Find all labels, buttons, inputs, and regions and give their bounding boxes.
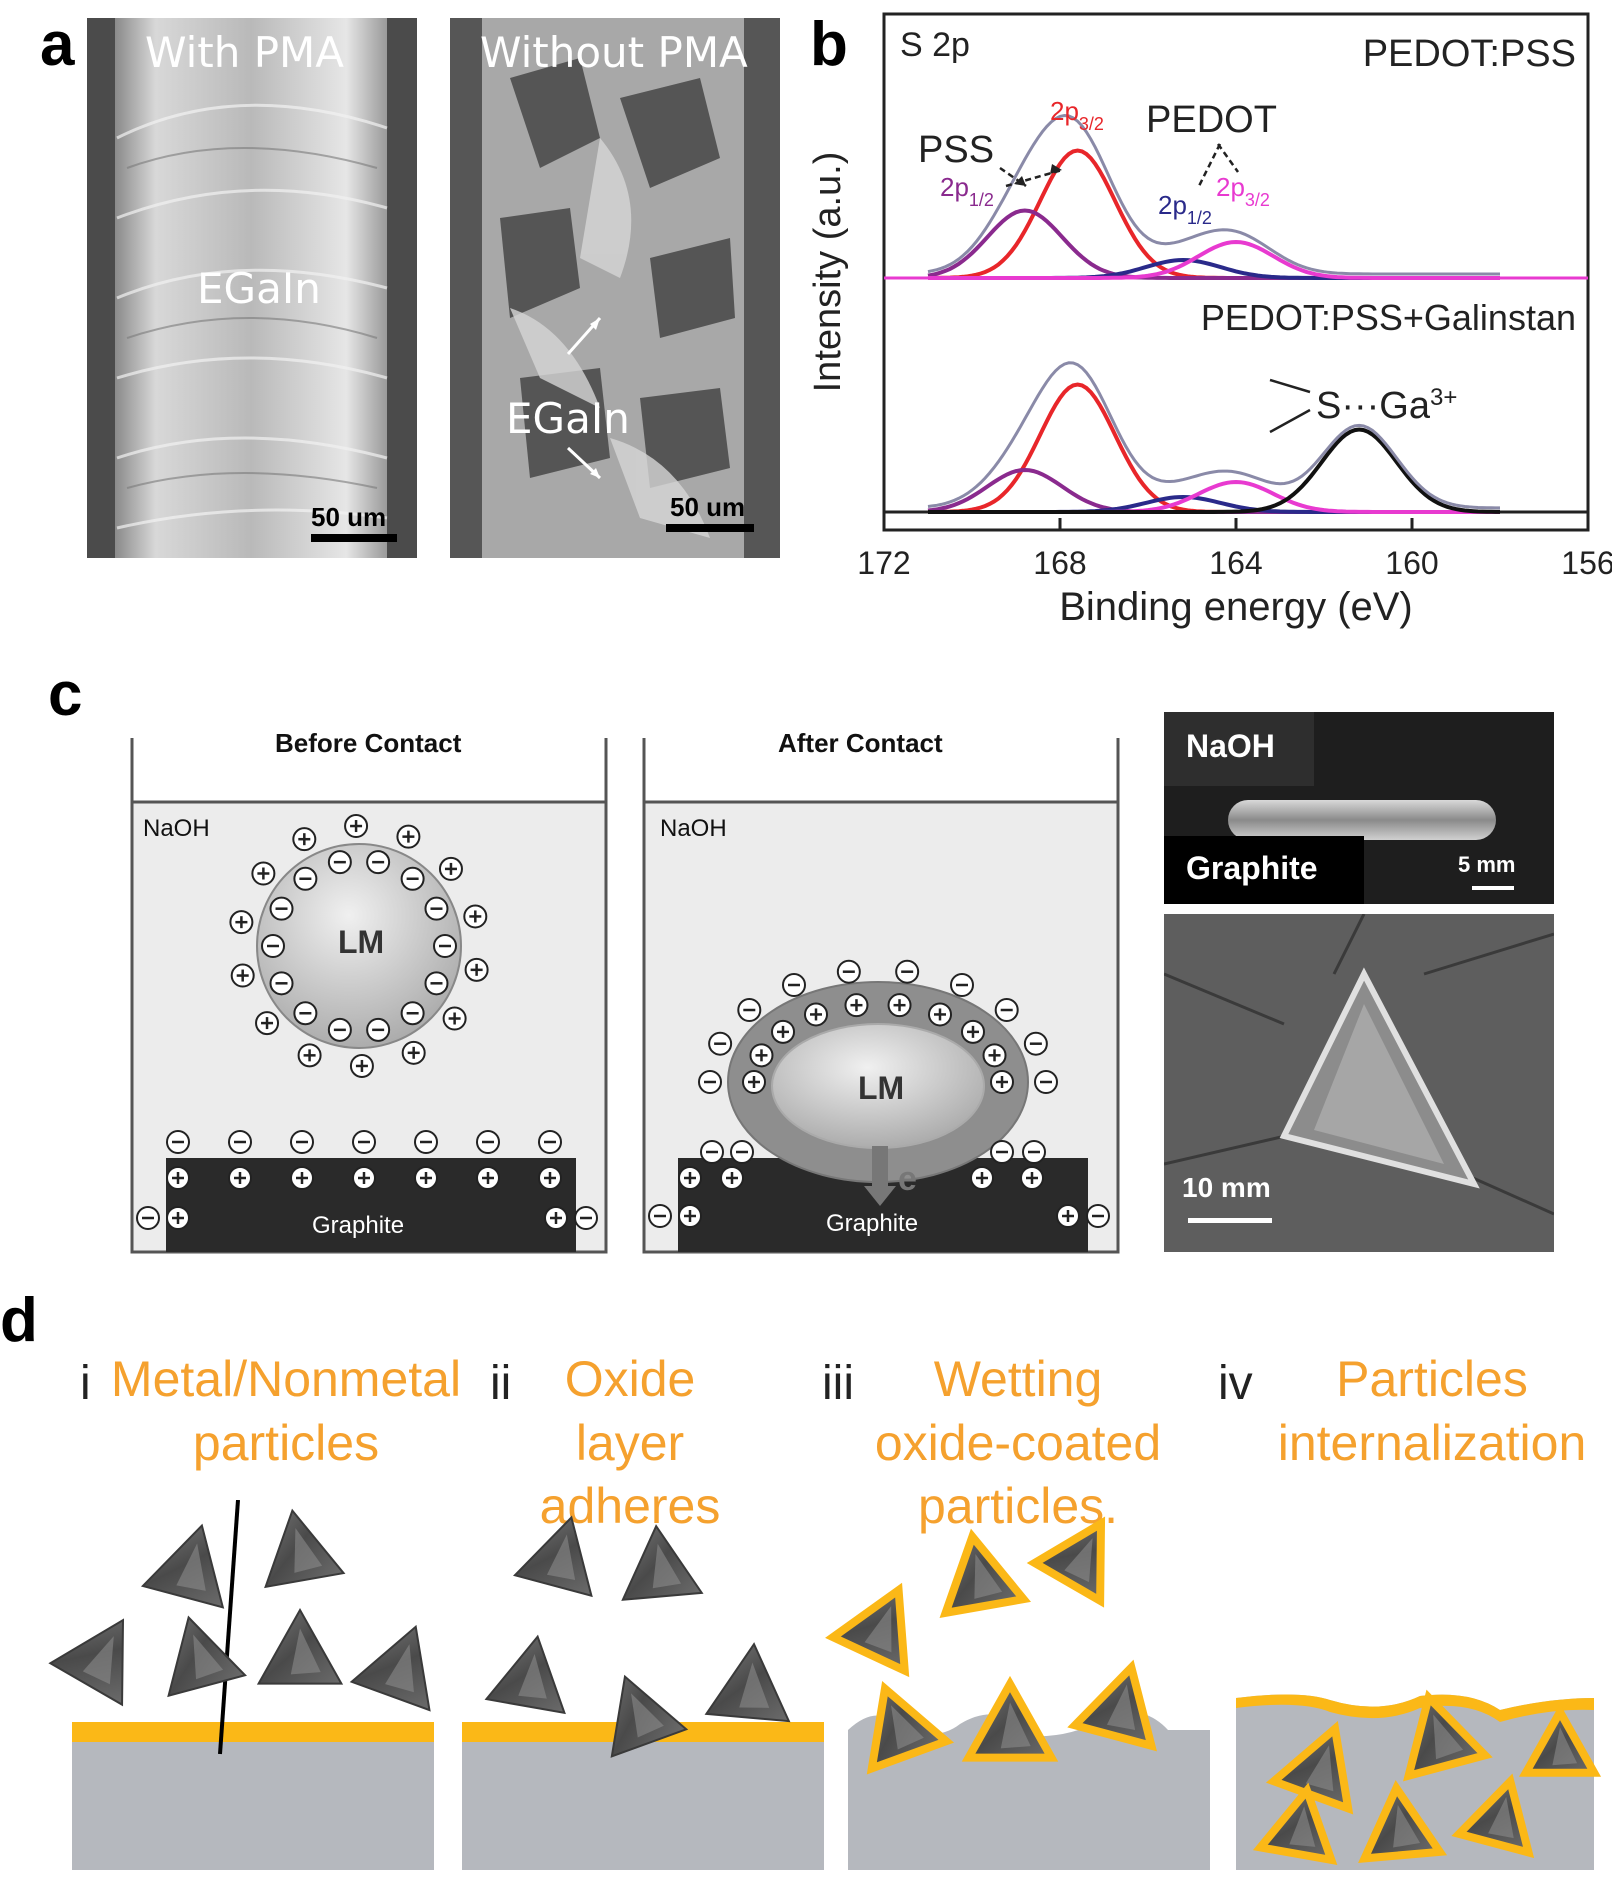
xps-x-tick-label: 168 — [1033, 545, 1086, 581]
xps-sga-label: S···Ga3+ — [1316, 384, 1457, 428]
graphite-left: Graphite — [312, 1212, 405, 1239]
after-contact-title: After Contact — [778, 728, 943, 758]
xps-pss-label: PSS — [918, 129, 994, 171]
xps-chart: 172 168 164 160 156 S 2p PEDOT:PSS PEDOT:PSS… — [807, 12, 1612, 629]
xps-top-sample: PEDOT:PSS — [1363, 33, 1576, 75]
process-illustration — [48, 1500, 1602, 1870]
sem-right-title: Without PMA — [480, 28, 748, 77]
panel-d-letter: d — [0, 1286, 38, 1355]
particle-icon — [256, 1607, 344, 1685]
sem-left-label: EGaIn — [197, 264, 321, 313]
step1-text: Metal/Nonmetal particles — [96, 1348, 476, 1475]
coated-particle-icon — [939, 1528, 1032, 1619]
step2-line1: Oxide — [564, 1351, 696, 1407]
photo-side-view: NaOH Graphite 5 mm — [1164, 712, 1554, 904]
coated-particle-icon — [1518, 1703, 1602, 1777]
sem-right-label: EGaIn — [506, 394, 630, 443]
schematic-before-contact — [130, 738, 608, 1254]
xps-peak-curve — [928, 239, 1500, 280]
step3-line2: oxide-coated — [874, 1414, 1162, 1471]
electron-label: e — [898, 1160, 917, 1198]
xps-peak-curve — [927, 467, 1500, 514]
xps-x-tick-label: 156 — [1561, 545, 1612, 581]
step4-number: iv — [1218, 1357, 1253, 1410]
xps-peak-2p32-red: 2p3/2 — [1050, 96, 1104, 134]
xps-x-tick-label: 172 — [857, 545, 910, 581]
particle-icon — [610, 1674, 689, 1758]
xps-bottom-sample: PEDOT:PSS+Galinstan — [1201, 297, 1576, 338]
step3-number: iii — [822, 1357, 854, 1410]
particle-icon — [513, 1515, 593, 1598]
particle-icon — [484, 1634, 566, 1715]
xps-peak-2p12-purple: 2p1/2 — [940, 172, 994, 210]
xps-peak-2p32-pink: 2p3/2 — [1216, 172, 1270, 210]
coated-particle-icon — [825, 1582, 910, 1678]
particle-icon — [167, 1615, 247, 1698]
photo-scale-bottom-text: 10 mm — [1182, 1172, 1271, 1203]
lm-left: LM — [338, 924, 385, 960]
panel-c-letter: c — [48, 660, 83, 729]
before-contact-title: Before Contact — [275, 728, 462, 758]
coated-particle-icon — [1451, 1773, 1535, 1859]
coated-particle-icon — [1067, 1659, 1157, 1752]
particle-icon — [621, 1524, 704, 1601]
xps-corner-label: S 2p — [900, 26, 970, 64]
particle-icon — [349, 1624, 431, 1712]
step1-line1: Metal/Nonmetal — [110, 1351, 462, 1407]
particle-icon — [48, 1618, 125, 1707]
coated-particle-icon — [1026, 1516, 1106, 1608]
xps-xlabel: Binding energy (eV) — [1059, 585, 1413, 629]
particle-icon — [704, 1642, 791, 1723]
xps-envelope-curve — [927, 361, 1500, 510]
graphite-right: Graphite — [826, 1210, 919, 1237]
step3-line1: Wetting — [933, 1351, 1103, 1407]
coated-particle-icon — [1252, 1782, 1338, 1866]
xps-peak-2p12-blue: 2p1/2 — [1158, 190, 1212, 228]
panel-a-letter: a — [40, 10, 75, 79]
xps-peak-curve — [928, 494, 1500, 514]
naoh-right: NaOH — [660, 815, 727, 842]
step4-line2: internalization — [1277, 1414, 1587, 1471]
panel-b-letter: b — [810, 10, 848, 79]
step1-number: i — [80, 1357, 91, 1410]
coated-particle-icon — [866, 1680, 955, 1775]
coated-particle-icon — [1403, 1689, 1493, 1782]
photo-scale-top-bar — [1472, 886, 1514, 890]
sem-left-title: With PMA — [145, 28, 345, 77]
xps-peak-curve — [928, 427, 1500, 514]
photo-scale-top-text: 5 mm — [1458, 852, 1516, 877]
photo-naoh-label: NaOH — [1186, 728, 1275, 764]
xps-x-tick-label: 164 — [1209, 545, 1262, 581]
step3-line3: particles. — [917, 1478, 1119, 1534]
photo-graphite-label: Graphite — [1186, 850, 1318, 886]
lm-right: LM — [858, 1070, 905, 1106]
xps-pedot-label: PEDOT — [1146, 99, 1277, 141]
sem-right-scale-bar — [666, 524, 754, 532]
particle-icon — [140, 1523, 225, 1609]
sem-left-scale-text: 50 um — [311, 502, 387, 532]
step1-line2: particles — [192, 1414, 380, 1471]
xps-ylabel: Intensity (a.u.) — [807, 152, 849, 393]
sem-image-with-pma: With PMA EGaIn 50 um — [87, 18, 417, 558]
step4-text: Particles internalization — [1262, 1348, 1602, 1475]
particle-icon — [264, 1508, 346, 1589]
step3-text: Wetting oxide-coated particles. — [858, 1348, 1178, 1539]
sem-left-scale-bar — [311, 534, 397, 542]
coated-particle-icon — [1358, 1780, 1448, 1863]
sem-image-without-pma: Without PMA EGaIn 50 um — [450, 18, 780, 558]
photo-top-view: 10 mm — [1164, 914, 1554, 1252]
schematic-after-contact — [642, 738, 1120, 1254]
xps-peak-curve — [927, 208, 1500, 280]
naoh-left: NaOH — [143, 815, 210, 842]
coated-particle-icon — [961, 1675, 1059, 1762]
xps-x-tick-label: 160 — [1385, 545, 1438, 581]
step4-line1: Particles — [1336, 1351, 1528, 1407]
step2-line2: layer — [575, 1414, 685, 1471]
step2-number: ii — [490, 1357, 512, 1410]
photo-scale-bottom-bar — [1188, 1218, 1272, 1223]
sem-right-scale-text: 50 um — [670, 492, 746, 522]
xps-envelope-curve — [927, 113, 1500, 276]
step2-text: Oxide layer adheres — [520, 1348, 740, 1539]
